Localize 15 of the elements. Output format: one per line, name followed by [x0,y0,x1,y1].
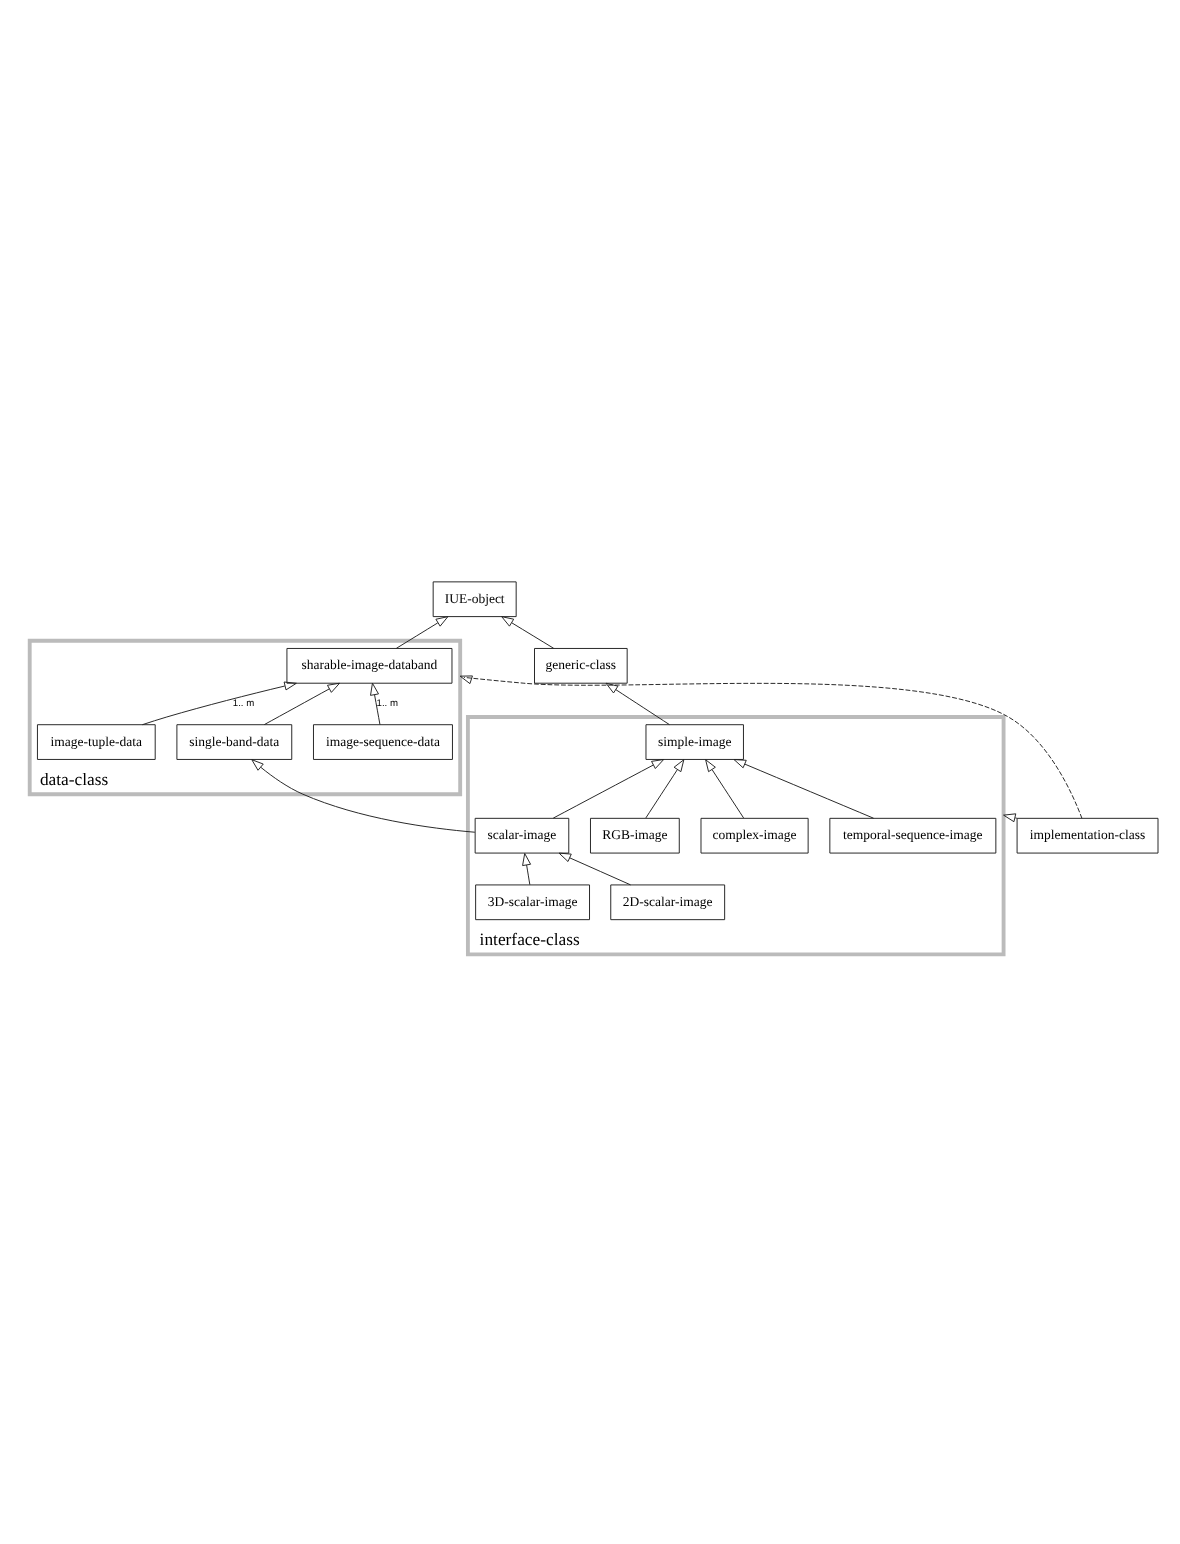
arrow [501,616,555,649]
arrow [459,675,1083,819]
arrow [705,759,745,819]
arrow [263,682,341,726]
arrow [645,759,685,819]
arrow [370,682,381,726]
arrow [552,759,665,819]
arrow [522,853,532,886]
arrow [605,682,670,726]
arrow [1003,813,1018,823]
arrow [733,759,875,819]
arrow [141,681,297,726]
arrow [395,616,449,649]
arrow [251,759,476,833]
arrow [558,852,632,886]
